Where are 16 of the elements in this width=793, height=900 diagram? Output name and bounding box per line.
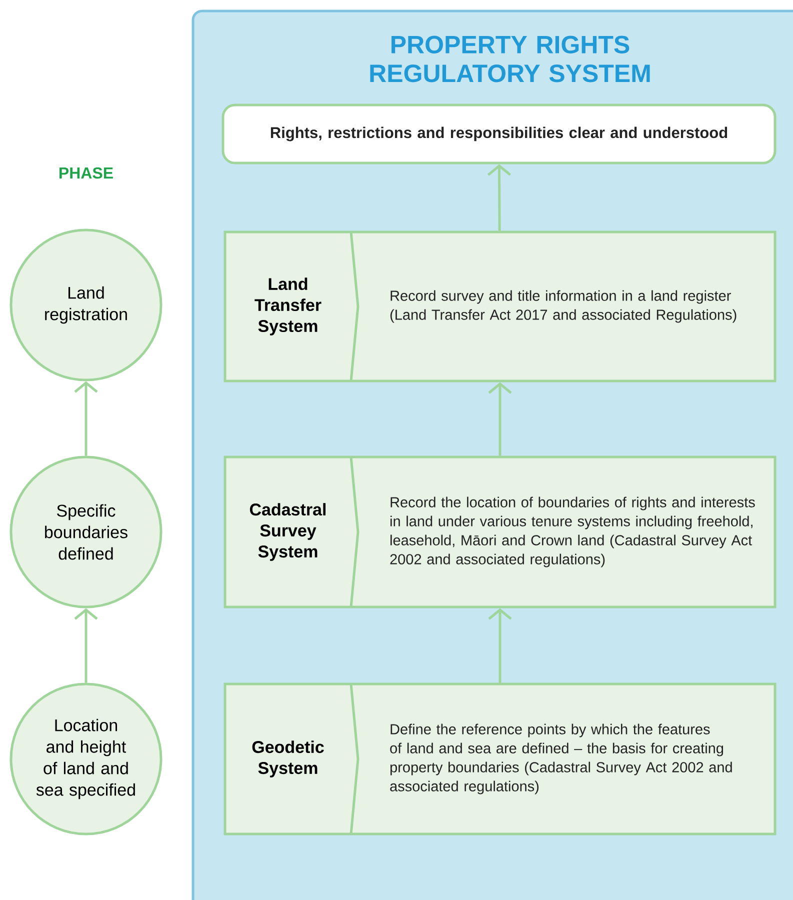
arrow [488, 382, 512, 456]
arrow [74, 381, 98, 456]
description-text: Record the location of boundaries of rights and interests in land under various tenure systems including freehold, leasehold, Māori and Crown land (Cadastral Survey Act 2002 and associated regulations) [390, 496, 755, 568]
description-text: Define the reference points by which the features of land and sea are defined – the basis for creating property boundaries (Cadastral Survey Act 2002 and associated regulations) [390, 724, 732, 794]
system-box [224, 230, 776, 382]
arrow [74, 608, 98, 683]
arrow [487, 164, 512, 231]
outcome-box: Rights, restrictions and responsibilities clear and understood [222, 104, 776, 164]
description-text: Record survey and title information in a land register (Land Transfer Act 2017 and associated Regulations) [390, 290, 736, 323]
system-box [224, 456, 776, 608]
system-name: Geodetic System [252, 740, 324, 778]
phase-heading: PHASE [60, 167, 113, 179]
system-name: Cadastral Survey System [250, 503, 326, 561]
system-box [224, 682, 776, 836]
arrow [488, 608, 512, 683]
system-name: Land Transfer System [254, 278, 322, 336]
